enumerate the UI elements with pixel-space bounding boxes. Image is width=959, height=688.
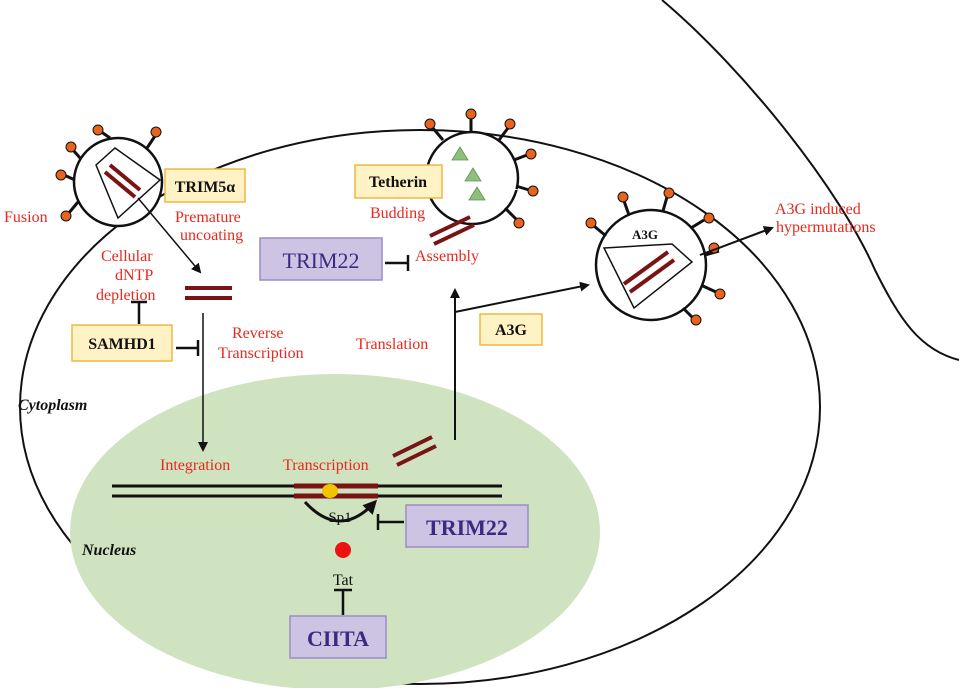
cellular-label: Cellular: [101, 248, 153, 265]
svg-text:Tetherin: Tetherin: [369, 174, 427, 191]
trim5a-box: TRIM5α: [164, 168, 246, 203]
tetherin-box: Tetherin: [354, 164, 443, 199]
neighbor-cell-membrane: [661, 0, 959, 361]
rna-symbols: [185, 215, 475, 467]
svg-text:TRIM22: TRIM22: [283, 248, 360, 273]
tetherin-triangles: [451, 146, 486, 201]
trim22-inhibits-sp1: [376, 514, 404, 530]
a3g-hypermutation-label-1: A3G induced: [775, 201, 861, 218]
reverse-label: Reverse: [232, 325, 284, 342]
premature-label: Premature: [175, 209, 241, 226]
released-capsid: [602, 243, 694, 310]
cytoplasm-label: Cytoplasm: [18, 397, 87, 414]
assembly-label: Assembly: [415, 248, 479, 265]
ciita-box: CIITA: [289, 615, 387, 659]
svg-text:TRIM5α: TRIM5α: [175, 179, 236, 196]
trim22-top-box: TRIM22: [259, 237, 383, 281]
budding-virion: [420, 108, 539, 229]
release-arrow: [454, 281, 590, 313]
tat-protein: [335, 542, 351, 558]
samhd1-inhibits-rt: [176, 340, 200, 356]
svg-text:TRIM22: TRIM22: [426, 515, 508, 540]
transcription-label: Transcription: [283, 457, 369, 474]
svg-text:SAMHD1: SAMHD1: [88, 336, 156, 353]
uncoating-arrow: [137, 197, 202, 274]
sp1-binding-site: [322, 484, 338, 498]
fusing-virion: [55, 124, 164, 228]
integration-label: Integration: [160, 457, 230, 474]
a3g-box: A3G: [479, 313, 543, 346]
samhd1-inhibits-dntp: [131, 300, 147, 324]
uncoating-label: uncoating: [180, 227, 243, 244]
trim22-inhibits-assembly: [385, 255, 410, 271]
svg-text:CIITA: CIITA: [307, 626, 369, 651]
nucleus: [70, 374, 600, 688]
a3g-hypermutation-label-2: hypermutations: [776, 219, 876, 236]
trim22-bottom-box: TRIM22: [405, 504, 529, 548]
sp1-label: Sp1: [328, 510, 351, 526]
tat-label: Tat: [333, 572, 354, 589]
ciita-inhibits-tat: [334, 588, 352, 615]
released-virion: A3G: [585, 187, 726, 326]
dntp-label: dNTP: [115, 267, 153, 284]
nucleus-label: Nucleus: [81, 542, 136, 559]
hypermutation-arrow: [699, 226, 774, 256]
fusion-label: Fusion: [4, 209, 48, 226]
translation-label: Translation: [356, 336, 428, 353]
rt-transcription-label: Transcription: [218, 345, 304, 362]
host-dna: [112, 483, 502, 499]
samhd1-box: SAMHD1: [71, 324, 173, 362]
budding-label: Budding: [370, 205, 425, 222]
a3g-virion-label: A3G: [632, 227, 658, 242]
svg-text:A3G: A3G: [495, 322, 528, 339]
depletion-label: depletion: [96, 287, 156, 304]
sp1-activation-arrow: [303, 499, 378, 523]
